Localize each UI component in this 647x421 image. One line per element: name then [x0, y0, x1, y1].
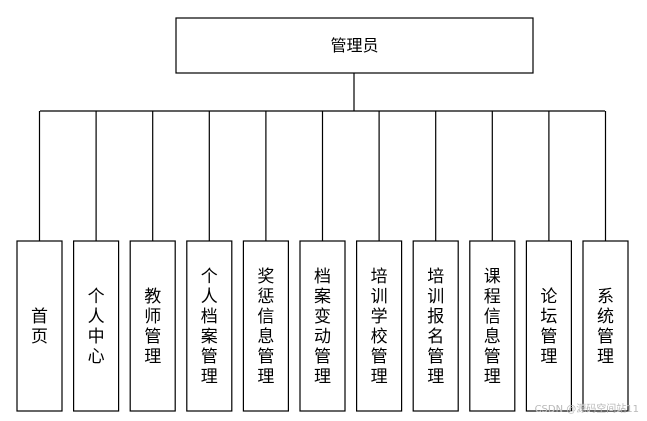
child-node-box: [16, 240, 63, 412]
child-node-label: 课程信息管理: [484, 267, 501, 387]
child-node-box: [356, 240, 403, 412]
child-node-box: [525, 240, 573, 412]
child-node-box: [299, 240, 346, 412]
child-node-box: [469, 240, 516, 412]
watermark: CSDN @源码空间站11: [534, 404, 639, 415]
child-node-box: [242, 240, 289, 412]
child-node-label: 教师管理: [144, 287, 161, 367]
root-node-label: 管理员: [330, 36, 378, 55]
child-node-label: 奖惩信息管理: [257, 267, 274, 387]
child-node-label: 首页: [31, 307, 48, 347]
child-node-label: 系统管理: [597, 287, 614, 367]
child-node-label: 个人档案管理: [201, 267, 218, 387]
child-node-label: 培训学校管理: [371, 267, 388, 387]
child-node-label: 档案变动管理: [314, 267, 331, 387]
child-node-box: [582, 240, 629, 412]
root-node-box: [175, 17, 534, 74]
child-node-box: [129, 240, 176, 412]
child-node-box: [186, 240, 233, 412]
child-node-label: 个人中心: [88, 287, 105, 367]
child-nodes: 首页 个人中心 教师管理 个人档案管理 奖惩信息管理 档案变动管理 培训学校管理 培训报名管理…: [16, 111, 629, 412]
child-node-box: [412, 240, 459, 412]
child-node-label: 培训报名管理: [427, 267, 444, 387]
child-node-label: 论坛管理: [540, 287, 557, 367]
child-node-box: [72, 240, 120, 412]
